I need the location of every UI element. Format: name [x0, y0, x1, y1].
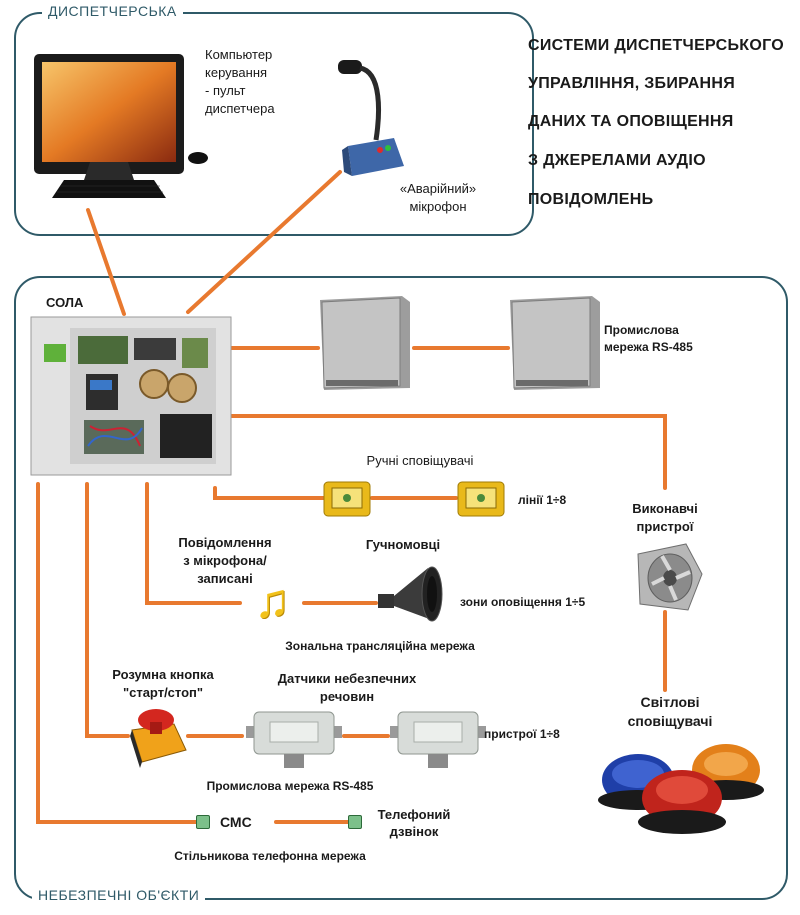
computer-label-1: Компьютер [205, 47, 273, 62]
phone-label-2: дзвінок [389, 824, 439, 839]
music-note-icon: ♫ [254, 575, 290, 628]
messages-label-3: записані [197, 571, 253, 586]
objects-panel-title: НЕБЕЗПЕЧНІ ОБ'ЄКТИ [32, 887, 206, 903]
title-line-4: З ДЖЕРЕЛАМИ АУДІО [528, 152, 706, 169]
call-point-icon [457, 481, 505, 517]
dispatch-panel-title: ДИСПЕТЧЕРСЬКА [42, 3, 183, 19]
beacon-icon [598, 744, 764, 834]
computer-label-2: керування [205, 65, 268, 80]
light-alarms-label-2: сповіщувачі [627, 713, 713, 729]
title-line-5: ПОВІДОМЛЕНЬ [528, 191, 654, 208]
title-line-2: УПРАВЛІННЯ, ЗБИРАННЯ [528, 75, 736, 92]
computer-label-4: диспетчера [205, 101, 275, 116]
sms-icon [196, 815, 210, 829]
messages-label-2: з мікрофона/ [183, 553, 267, 568]
microphone-label-2: мікрофон [409, 199, 467, 214]
objects-panel [14, 276, 788, 900]
computer-label-3: - пульт [205, 83, 246, 98]
enclosure-icon [510, 296, 600, 390]
sms-label: СМС [220, 814, 252, 830]
gas-sensors-label-1: Датчики небезпечних [277, 671, 417, 686]
cellular-label: Стільникова телефонна мережа [174, 849, 366, 863]
monitor-icon [34, 54, 208, 198]
sola-label: СОЛА [46, 295, 84, 310]
fan-icon [637, 543, 703, 611]
zones-label: зони оповіщення 1÷5 [460, 595, 586, 609]
title-line-3: ДАНИХ ТА ОПОВІЩЕННЯ [528, 113, 734, 130]
light-alarms-label-1: Світлові [640, 694, 700, 710]
messages-label-1: Повідомлення [178, 535, 272, 550]
actuators-label-2: пристрої [636, 519, 694, 534]
rs485-top-label-1: Промислова [604, 323, 679, 337]
microphone-icon [338, 60, 404, 176]
microphone-label-1: «Аварійний» [399, 181, 477, 196]
emergency-button-icon [130, 709, 187, 768]
control-cabinet-icon [30, 316, 232, 476]
smart-button-label-1: Розумна кнопка [112, 667, 214, 682]
phone-icon [348, 815, 362, 829]
rs485-top-label-2: мережа RS-485 [604, 340, 693, 354]
call-point-icon [323, 481, 371, 517]
gas-sensor-icon [390, 711, 486, 768]
actuators-label-1: Виконавчі [632, 501, 698, 516]
smart-button-label-2: "старт/стоп" [122, 685, 204, 700]
manual-callpoints-label: Ручні сповіщувачі [366, 453, 474, 468]
loudspeakers-label: Гучномовці [365, 537, 441, 552]
title-line-1: СИСТЕМИ ДИСПЕТЧЕРСЬКОГО [528, 37, 784, 54]
gas-sensors-label-2: речовин [319, 689, 375, 704]
zonal-network-label: Зональна трансляційна мережа [285, 639, 475, 653]
lines-label: лінії 1÷8 [518, 493, 567, 507]
horn-speaker-icon [378, 566, 443, 622]
rs485-bottom-label: Промислова мережа RS-485 [206, 779, 374, 793]
devices-label: пристрої 1÷8 [484, 727, 560, 741]
phone-label-1: Телефоний [377, 807, 451, 822]
enclosure-icon [320, 296, 410, 390]
gas-sensor-icon [246, 711, 342, 768]
